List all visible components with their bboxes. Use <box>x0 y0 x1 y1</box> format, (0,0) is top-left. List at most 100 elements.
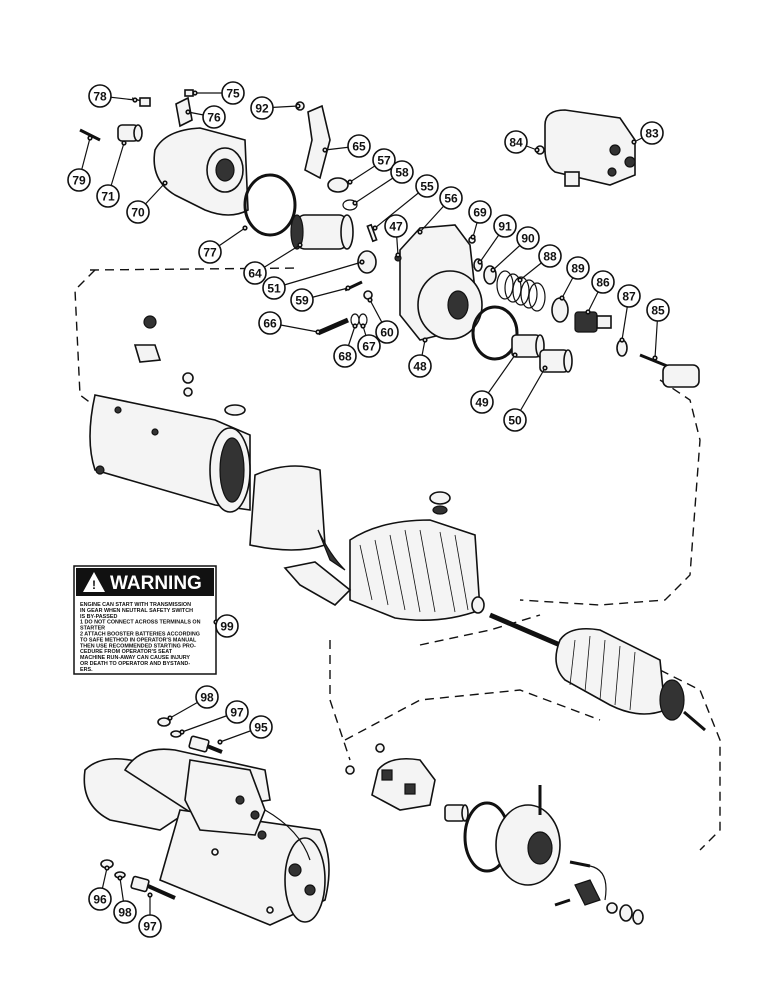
leader-arrow-79 <box>87 135 93 141</box>
callout-circle-83 <box>640 121 664 145</box>
part-pole-shoe <box>249 465 326 551</box>
callout-label-75: 75 <box>226 87 240 101</box>
leader-arrow-47 <box>395 252 401 258</box>
leader-arrow-57 <box>347 179 353 185</box>
callout-circle-67 <box>357 334 381 358</box>
leader-arrow-67 <box>360 323 366 329</box>
callout-label-84: 84 <box>509 136 523 150</box>
callout-58: 58 <box>352 160 414 206</box>
callout-circle-84 <box>504 130 528 154</box>
callout-circle-64 <box>243 261 267 285</box>
leader-arrow-98 <box>117 875 123 881</box>
callout-circle-78 <box>88 84 112 108</box>
callout-label-68: 68 <box>338 350 352 364</box>
leader-arrow-92 <box>295 103 301 109</box>
callout-label-97: 97 <box>143 920 157 934</box>
callout-87: 87 <box>617 284 641 343</box>
warning-decal: ! WARNING ENGINE CAN START WITH TRANSMIS… <box>73 565 217 675</box>
callout-92: 92 <box>250 96 301 120</box>
callout-circle-86 <box>591 270 615 294</box>
part-washer-frame <box>471 596 485 614</box>
callout-77: 77 <box>198 225 248 264</box>
callout-circle-71 <box>96 184 120 208</box>
callout-59: 59 <box>290 285 351 312</box>
warning-line: OR DEATH TO OPERATOR AND BYSTAND- <box>80 661 190 667</box>
callout-circle-65 <box>347 134 371 158</box>
part-pin-79 <box>79 128 101 142</box>
leader-arrow-98 <box>167 715 173 721</box>
part-oring-48 <box>471 305 519 361</box>
leader-arrow-86 <box>585 309 591 315</box>
callout-circle-48 <box>408 354 432 378</box>
callout-label-85: 85 <box>651 304 665 318</box>
leader-arrow-87 <box>619 337 625 343</box>
callout-label-65: 65 <box>352 140 366 154</box>
callout-67: 67 <box>357 323 381 358</box>
leader-arrow-70 <box>162 180 168 186</box>
callout-label-96: 96 <box>93 893 107 907</box>
callout-circle-56 <box>439 186 463 210</box>
callout-71: 71 <box>96 140 127 208</box>
callout-label-57: 57 <box>377 154 391 168</box>
part-shaft-85 <box>639 353 700 388</box>
callout-95: 95 <box>217 715 273 745</box>
leader-arrow-97 <box>147 892 153 898</box>
callout-circle-79 <box>67 168 91 192</box>
callout-97: 97 <box>179 700 249 735</box>
callout-circle-68 <box>333 344 357 368</box>
callout-circle-92 <box>250 96 274 120</box>
callout-84: 84 <box>504 130 540 154</box>
warning-line: 2 ATTACH BOOSTER BATTERIES ACCORDING <box>80 632 200 638</box>
callout-65: 65 <box>322 134 371 158</box>
callout-label-97: 97 <box>230 706 244 720</box>
warning-line: IN GEAR WHEN NEUTRAL SAFETY SWITCH <box>80 608 193 614</box>
callout-85: 85 <box>646 298 670 361</box>
callout-label-98: 98 <box>118 906 132 920</box>
part-bushing-71 <box>117 124 143 142</box>
callout-label-88: 88 <box>543 250 557 264</box>
leader-arrow-84 <box>534 147 540 153</box>
warning-line: IS BY-PASSED <box>80 614 117 620</box>
callout-circle-70 <box>126 200 150 224</box>
callout-circle-85 <box>646 298 670 322</box>
callout-label-59: 59 <box>295 294 309 308</box>
callout-label-79: 79 <box>72 174 86 188</box>
leader-arrow-76 <box>185 109 191 115</box>
callout-label-51: 51 <box>267 282 281 296</box>
callout-circle-55 <box>415 174 439 198</box>
leader-arrow-89 <box>559 295 565 301</box>
callout-47: 47 <box>384 214 408 258</box>
callout-circle-99 <box>215 614 239 638</box>
callout-78: 78 <box>88 84 138 108</box>
leader-arrow-95 <box>217 739 223 745</box>
leader-arrow-48 <box>422 337 428 343</box>
part-washer-57 <box>327 177 349 193</box>
leader-arrow-97 <box>179 729 185 735</box>
callout-label-78: 78 <box>93 90 107 104</box>
callout-label-91: 91 <box>498 220 512 234</box>
part-bushing-49 <box>511 334 545 358</box>
leader-arrow-91 <box>477 259 483 265</box>
part-ring-58 <box>342 199 358 211</box>
callout-label-55: 55 <box>420 180 434 194</box>
callout-88: 88 <box>517 244 562 283</box>
callout-66: 66 <box>258 311 321 335</box>
callout-86: 86 <box>585 270 615 315</box>
leader-arrow-50 <box>542 365 548 371</box>
leader-arrow-85 <box>652 355 658 361</box>
callout-label-49: 49 <box>475 396 489 410</box>
leader-arrow-83 <box>631 139 637 145</box>
leader-arrow-58 <box>352 200 358 206</box>
callout-label-47: 47 <box>389 220 403 234</box>
callout-label-58: 58 <box>395 166 409 180</box>
assembly-dash-mid <box>89 267 701 606</box>
callout-circle-98 <box>113 900 137 924</box>
leader-line-51 <box>273 261 363 289</box>
callout-48: 48 <box>408 337 432 378</box>
callout-89: 89 <box>559 256 590 301</box>
leader-arrow-77 <box>242 225 248 231</box>
callout-label-71: 71 <box>101 190 115 204</box>
callout-circle-58 <box>390 160 414 184</box>
leader-arrow-60 <box>367 297 373 303</box>
part-bracket-block <box>283 561 352 606</box>
